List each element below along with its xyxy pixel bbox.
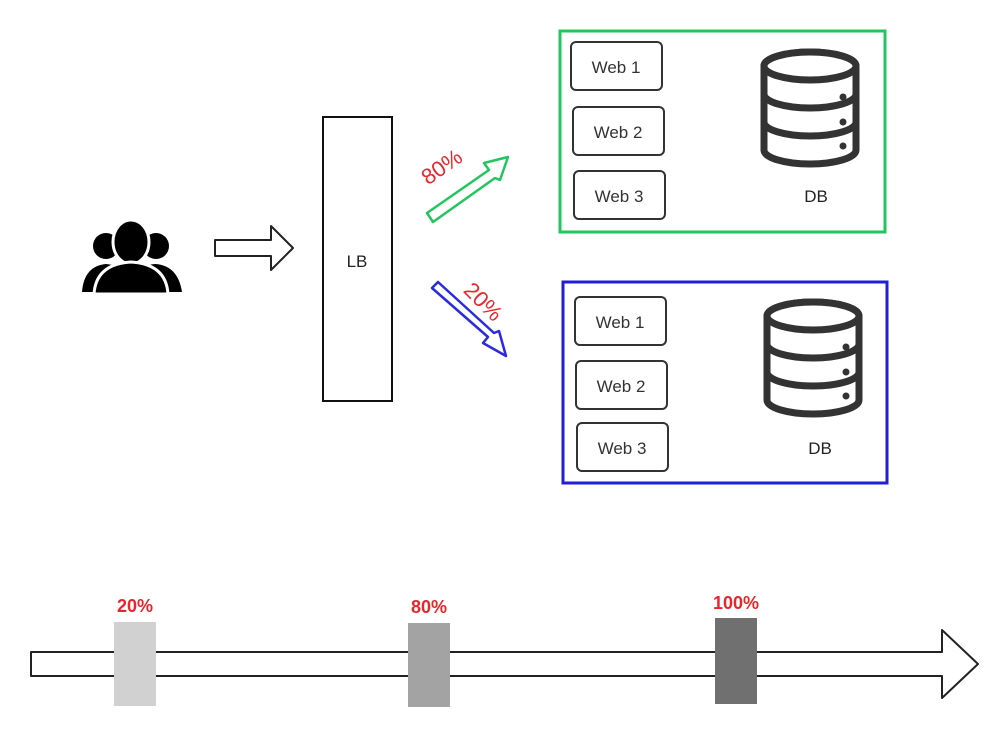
timeline-marker-block <box>715 618 757 704</box>
users-group-icon <box>82 218 182 296</box>
timeline-marker-block <box>408 623 450 707</box>
web-server-label: Web 2 <box>597 377 646 396</box>
web-server-box: Web 2 <box>572 106 665 156</box>
timeline-marker-label: 20% <box>117 596 153 616</box>
web-server-box: Web 3 <box>573 170 666 220</box>
web-server-box: Web 2 <box>575 360 668 410</box>
traffic-arrow-blue <box>430 280 508 358</box>
web-server-label: Web 1 <box>592 58 641 77</box>
users-to-lb-arrow <box>214 225 294 271</box>
load-balancer: LB <box>322 116 393 402</box>
load-balancer-label: LB <box>347 252 368 271</box>
timeline-marker: 20% <box>114 596 156 706</box>
database-icon <box>763 298 863 418</box>
web-server-label: Web 3 <box>595 187 644 206</box>
web-server-label: Web 2 <box>594 123 643 142</box>
database-label: DB <box>804 187 828 206</box>
timeline-marker: 100% <box>713 593 759 704</box>
web-server-box: Web 3 <box>576 422 669 472</box>
timeline-marker-block <box>114 622 156 706</box>
traffic-arrow-green <box>425 155 510 224</box>
web-server-label: Web 1 <box>596 313 645 332</box>
cluster-blue: Web 1 Web 2 Web 3 DB <box>561 280 889 485</box>
web-server-box: Web 1 <box>570 41 663 91</box>
timeline-marker: 80% <box>408 597 450 707</box>
database-label: DB <box>808 439 832 458</box>
timeline-marker-label: 80% <box>411 597 447 617</box>
web-server-box: Web 1 <box>574 296 667 346</box>
timeline-marker-label: 100% <box>713 593 759 613</box>
cluster-green: Web 1 Web 2 Web 3 DB <box>558 29 887 234</box>
traffic-label-green: 80% <box>416 144 466 190</box>
web-server-label: Web 3 <box>598 439 647 458</box>
database-icon <box>760 48 860 168</box>
timeline-arrow <box>30 629 979 699</box>
